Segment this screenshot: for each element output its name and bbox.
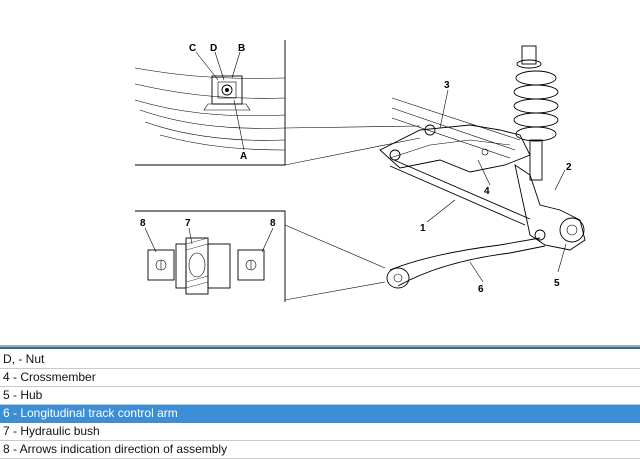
callout-4: 4 — [484, 186, 490, 197]
callout-b: B — [238, 43, 245, 54]
callout-a: A — [240, 151, 247, 162]
list-item[interactable]: 8 - Arrows indication direction of assem… — [0, 441, 640, 459]
list-item[interactable]: D, - Nut — [0, 351, 640, 369]
main-assembly — [379, 45, 586, 289]
diagram-illustration: C D B A — [134, 40, 586, 302]
callout-2: 2 — [566, 162, 572, 173]
callout-8-left: 8 — [140, 218, 146, 229]
callout-8-right: 8 — [270, 218, 276, 229]
list-item[interactable]: 5 - Hub — [0, 387, 640, 405]
list-item[interactable]: 6 - Longitudinal track control arm — [0, 405, 640, 423]
callout-6: 6 — [478, 284, 484, 295]
detail-inset-bush — [135, 210, 386, 302]
list-divider — [0, 345, 640, 347]
callout-5: 5 — [554, 278, 560, 289]
list-divider-shadow — [0, 347, 640, 349]
list-item[interactable]: 7 - Hydraulic bush — [0, 423, 640, 441]
callout-1: 1 — [420, 223, 426, 234]
callout-d: D — [210, 43, 217, 54]
callout-c: C — [189, 43, 196, 54]
callout-3: 3 — [444, 80, 450, 91]
list-item[interactable]: 4 - Crossmember — [0, 369, 640, 387]
detail-inset-nut — [134, 40, 421, 166]
suspension-diagram: C D B A — [134, 40, 586, 302]
callout-7: 7 — [185, 218, 191, 229]
